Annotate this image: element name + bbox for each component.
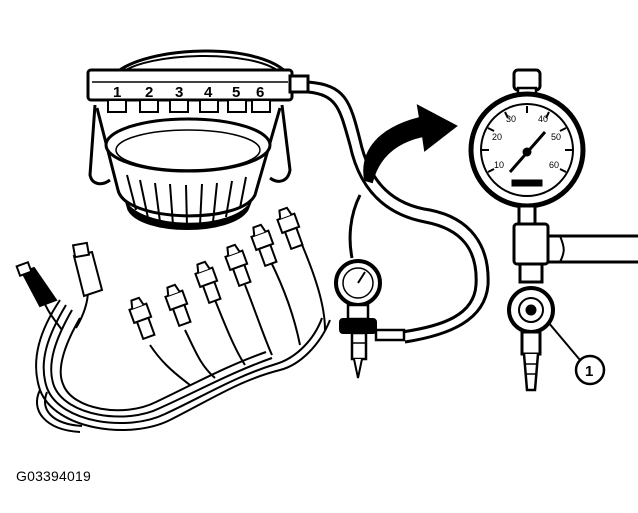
gauge-tick-label: 10 <box>494 160 504 170</box>
large-pressure-gauge <box>468 68 638 392</box>
rail-port-number-2: 2 <box>145 84 153 101</box>
gauge-tick-label: 50 <box>551 132 561 142</box>
rail-port-number-3: 3 <box>175 84 183 101</box>
rail-port-numbers: 1 2 3 4 5 6 <box>113 84 264 101</box>
injector-clip <box>164 283 192 328</box>
small-pressure-gauge <box>334 194 406 379</box>
rail-port-number-4: 4 <box>204 84 213 101</box>
battery-plug-black <box>15 260 58 308</box>
injector-clip <box>194 260 222 305</box>
fuel-hose <box>307 80 490 344</box>
figure-code: G03394019 <box>16 468 91 484</box>
injector-rail <box>86 68 310 113</box>
injector-clip <box>128 296 156 341</box>
rail-port-number-5: 5 <box>232 84 240 101</box>
large-gauge-scale-labels: 10 20 30 40 50 60 <box>492 114 561 170</box>
callout-1: 1 <box>547 321 606 386</box>
gauge-tick-label: 20 <box>492 132 502 142</box>
battery-plug-white <box>71 241 104 298</box>
injector-lead-clips <box>128 206 304 341</box>
wiring-harness <box>35 239 331 433</box>
gauge-tick-label: 30 <box>506 114 516 124</box>
injector-clip <box>224 243 252 288</box>
direction-arrow <box>363 104 458 184</box>
injector-clip <box>276 206 304 251</box>
rail-port-number-1: 1 <box>113 84 121 101</box>
injector-clip <box>250 223 278 268</box>
gauge-tick-label: 60 <box>549 160 559 170</box>
callout-number: 1 <box>585 363 593 380</box>
gauge-tick-label: 40 <box>538 114 548 124</box>
rail-port-number-6: 6 <box>256 84 264 101</box>
